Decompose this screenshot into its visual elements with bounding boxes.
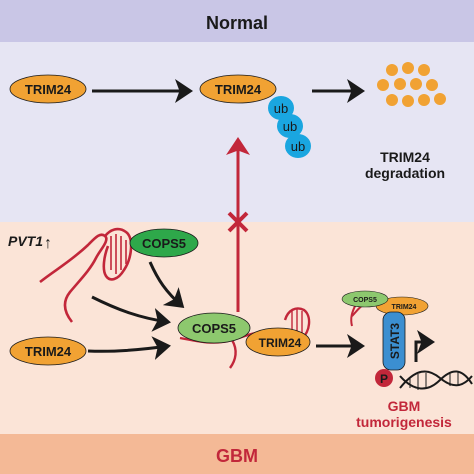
phospho-label: P — [380, 372, 388, 386]
ub-3-label: ub — [291, 139, 305, 154]
complex-trim24-label: TRIM24 — [259, 336, 302, 350]
mini-cops5-label: COPS5 — [353, 297, 377, 304]
trim24-left-label: TRIM24 — [25, 82, 72, 97]
pvt1-label: PVT1 — [8, 233, 43, 249]
stat3-box — [382, 311, 406, 371]
degradation-fragments — [377, 62, 446, 107]
cops5-free-label: COPS5 — [142, 236, 186, 251]
header-title: Normal — [206, 13, 268, 33]
ub-2 — [277, 114, 303, 138]
mini-trim24-label: TRIM24 — [392, 304, 417, 311]
ub-1-label: ub — [274, 101, 288, 116]
pvt1-cops5-trim24-complex — [177, 307, 311, 369]
cops5-free: COPS5 — [129, 228, 199, 258]
footer-band — [0, 434, 474, 474]
gbm-outcome-line2: tumorigenesis — [356, 414, 452, 430]
trim24-ubiquitinated-label: TRIM24 — [215, 82, 262, 97]
complex-trim24-ellipse — [245, 327, 311, 357]
trim24-gbm-input-label: TRIM24 — [25, 344, 72, 359]
complex-cops5-ellipse — [177, 312, 251, 344]
stat3-complex — [341, 290, 435, 387]
trim24-ubiquitinated: TRIM24 — [199, 74, 277, 104]
trim24-left: TRIM24 — [9, 74, 87, 104]
footer-title: GBM — [216, 446, 258, 466]
arrow-cops5-to-complex — [148, 261, 185, 308]
dna-helix — [399, 370, 473, 390]
gbm-outcome-line1: GBM — [388, 398, 421, 414]
ub-1 — [268, 96, 294, 120]
mini-cops5-ellipse — [341, 290, 389, 308]
degradation-line2: degradation — [365, 165, 445, 181]
degradation-line1: TRIM24 — [380, 149, 430, 165]
stat3-label: STAT3 — [388, 323, 402, 360]
phospho-circle — [375, 369, 393, 387]
pvt1-lncrna — [39, 227, 133, 323]
block-x-mark — [227, 211, 249, 233]
ub-2-label: ub — [283, 119, 297, 134]
pvt1-up-arrow: ↑ — [44, 235, 52, 252]
complex-cops5-label: COPS5 — [192, 321, 236, 336]
header-band — [0, 0, 474, 42]
arrow-pvt1-to-complex — [91, 295, 171, 332]
transcription-arrow — [414, 330, 435, 362]
trim24-gbm-input: TRIM24 — [9, 336, 87, 366]
ubiquitin-chain: ub ub ub — [268, 96, 311, 158]
arrow-trim24-to-complex — [87, 336, 171, 360]
ub-3 — [285, 134, 311, 158]
